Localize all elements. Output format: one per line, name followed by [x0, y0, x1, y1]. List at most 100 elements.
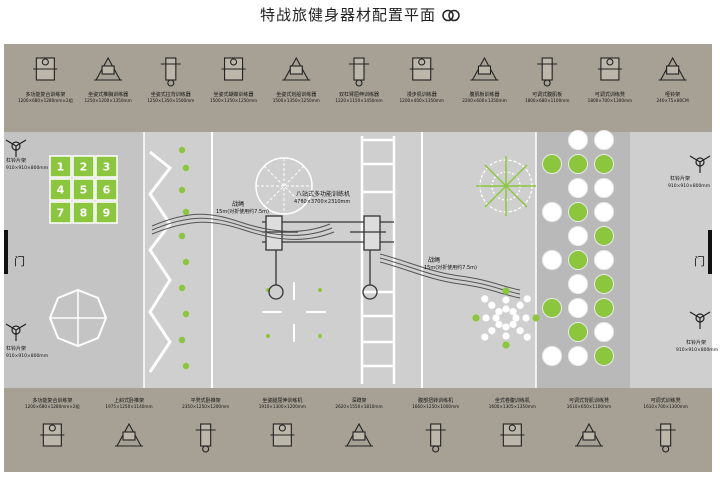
marker-circle-6-0: [568, 274, 588, 294]
top-equipment-name-10: 哑铃架: [665, 91, 680, 98]
bottom-equipment-name-4: 深蹲架: [351, 397, 366, 404]
top-equipment-icon-10: [658, 56, 687, 81]
star-dot-17: [481, 295, 489, 303]
grid-number-6: 6: [103, 184, 111, 197]
top-equipment-icon-2: [160, 57, 181, 87]
grid-number-2: 2: [80, 161, 88, 174]
grid-cell-6: [95, 178, 118, 201]
star-dot-6: [502, 323, 510, 331]
side-rack-rt-size: 910×910×800mm: [668, 183, 710, 189]
bottom-equipment-size-4: 2620×1550×1810mm: [335, 404, 382, 409]
bottom-equipment-size-2: 2350×1250×1200mm: [182, 404, 229, 409]
zig-dot-1: [182, 164, 190, 172]
bottom-equipment-size-1: 1975×1250×1140mm: [105, 404, 152, 409]
bottom-equipment-name-8: 可调式训练凳: [651, 397, 681, 404]
top-equipment-size-4: 1500×1350×1250mm: [273, 98, 320, 103]
zig-dot-0: [178, 146, 186, 154]
star-dot-18: [502, 305, 510, 313]
marker-circle-3-1: [594, 202, 614, 222]
star-dot-21: [509, 308, 517, 316]
star-dot-13: [482, 314, 490, 322]
zig-dot-7: [182, 310, 190, 318]
zig-dot-9: [182, 362, 190, 370]
grid-number-9: 9: [103, 207, 111, 220]
top-equipment-icon-5: [349, 57, 369, 87]
marker-circle-5-0: [568, 250, 588, 270]
radial-web-spokes: [476, 156, 536, 216]
rope-left-label: 战绳: [232, 200, 244, 208]
zigzag-dots: [178, 146, 190, 370]
rope-right-note: 15m(对折使用约7.5m): [424, 264, 477, 271]
marker-circle-8-1: [594, 322, 614, 342]
rope-left-note: 15m(对折使用约7.5m): [216, 208, 269, 215]
marker-circle-9-0: [568, 346, 588, 366]
marker-circle-9-1: [594, 346, 614, 366]
zig-dot-4: [178, 232, 186, 240]
bottom-equipment-name-7: 可调式背肌训练凳: [569, 397, 609, 404]
bottom-equipment-icon-3: [270, 423, 295, 447]
side-rack-right-top: [689, 155, 711, 173]
side-rack-lb-name: 杠铃片架: [6, 345, 26, 352]
side-rack-lb-size: 910×910×800mm: [6, 353, 48, 359]
star-dot-7: [502, 332, 510, 340]
dot-star: [472, 287, 540, 349]
top-equipment-size-0: 1200×680×1280mm×2组: [18, 97, 73, 103]
bottom-equipment-icon-4: [345, 422, 373, 447]
top-equipment-size-2: 1250×1350×1500mm: [147, 98, 194, 103]
grid-cell-3: [95, 155, 118, 178]
marker-circle-1-0: [568, 154, 588, 174]
side-rack-left-top: [5, 139, 27, 157]
star-dot-2: [532, 314, 540, 322]
grid-number-4: 4: [57, 184, 65, 197]
bottom-equipment-icon-0: [40, 423, 65, 447]
marker-circle-9-2: [542, 346, 562, 366]
top-equipment-size-7: 2200×600×1350mm: [462, 98, 506, 103]
door-right-icon: [708, 230, 712, 274]
marker-circle-7-0: [568, 298, 588, 318]
star-dot-1: [522, 314, 530, 322]
door-right-label: 门: [694, 254, 705, 268]
zig-dot-5: [182, 258, 190, 266]
page-title: 特战旅健身器材配置平面: [0, 4, 720, 26]
marker-circle-5-1: [594, 250, 614, 270]
top-equipment-icon-6: [409, 57, 434, 81]
top-equipment-icon-0: [33, 57, 58, 81]
zig-dot-3: [182, 208, 190, 216]
bottom-equipment-name-6: 坐式卷腹训练机: [495, 397, 530, 404]
grid-cell-7: [49, 201, 72, 224]
octagon-marking: [48, 288, 108, 348]
bottom-equipment-name-2: 平凳式卧推架: [191, 397, 221, 404]
marker-circle-0-1: [594, 130, 614, 150]
top-equipment-size-9: 1800×700×1300mm: [588, 98, 632, 103]
side-rack-rb-size: 910×910×800mm: [676, 347, 718, 353]
bottom-equipment-icon-6: [500, 423, 525, 447]
bottom-equipment-size-7: 1610×650×1100mm: [567, 404, 611, 409]
grid-cell-4: [49, 178, 72, 201]
bottom-equipment-icon-5: [425, 423, 446, 453]
door-left-icon: [4, 230, 8, 274]
marker-circle-4-1: [594, 226, 614, 246]
bottom-equipment-row: 多功能复合训练架1200×680×1280mm×2组上斜式卧推架1975×125…: [25, 397, 688, 453]
star-dot-15: [495, 308, 503, 316]
marker-circles: [542, 130, 614, 366]
star-dot-19: [502, 296, 510, 304]
marker-circle-1-2: [542, 154, 562, 174]
marker-circle-7-1: [594, 298, 614, 318]
zig-dot-6: [178, 284, 186, 292]
bottom-equipment-icon-7: [575, 422, 603, 447]
top-equipment-name-8: 可调式腹肌板: [532, 91, 562, 98]
star-dot-20: [502, 287, 510, 295]
marker-circle-3-0: [568, 202, 588, 222]
star-dot-5: [523, 333, 531, 341]
rope-right-label: 战绳: [428, 256, 440, 264]
star-dot-12: [492, 314, 500, 322]
top-equipment-icon-8: [537, 57, 558, 87]
station-size: 4780×3700×2310mm: [294, 199, 350, 205]
bottom-equipment-name-1: 上斜式卧推架: [114, 397, 144, 404]
side-rack-rb-name: 杠铃片架: [686, 339, 706, 346]
grid-cell-8: [72, 201, 95, 224]
top-equipment-name-7: 腹肌板训练器: [469, 91, 499, 98]
bottom-equipment-size-8: 1610×700×1300mm: [643, 404, 687, 409]
